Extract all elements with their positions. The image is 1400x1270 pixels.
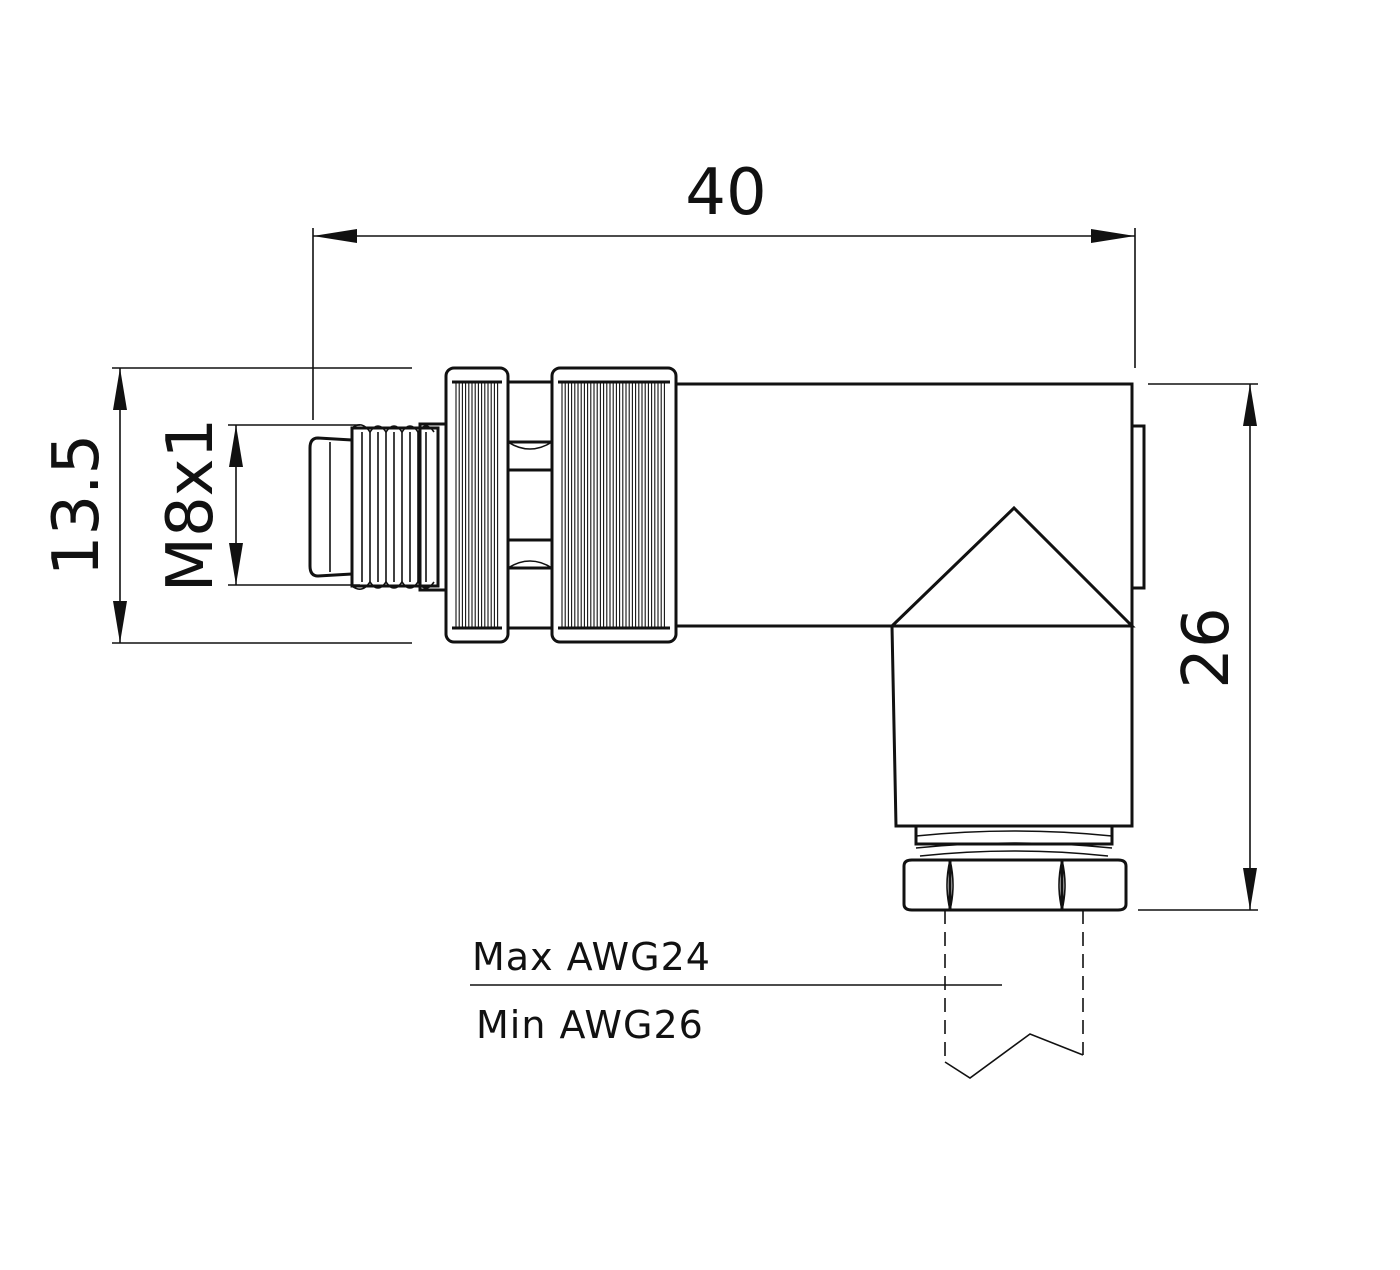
cable [944, 910, 1084, 1079]
cable-min-note: Min AWG26 [476, 1003, 704, 1047]
dimension-nut-diameter: 13.5 [40, 367, 412, 644]
knurled-ring-front [444, 366, 510, 644]
connector-thread [350, 422, 448, 592]
cable-boot [890, 625, 1134, 857]
cable-gauge-note: Max AWG24 Min AWG26 [470, 935, 1002, 1047]
dimension-height: 26 [1138, 383, 1258, 911]
knurled-ring-rear [550, 366, 678, 644]
dimension-thread-label: M8x1 [154, 418, 228, 593]
dimension-length: 40 [312, 156, 1136, 420]
dimension-nut-diameter-label: 13.5 [40, 434, 114, 577]
dimension-height-label: 26 [1170, 607, 1244, 688]
hex-section [506, 380, 554, 630]
connector-pin-tip [308, 436, 353, 578]
connector-body [676, 382, 1146, 628]
dimension-thread: M8x1 [154, 418, 360, 593]
cable-nut [902, 858, 1128, 912]
dimension-length-label: 40 [685, 156, 766, 230]
cable-max-note: Max AWG24 [472, 935, 711, 979]
